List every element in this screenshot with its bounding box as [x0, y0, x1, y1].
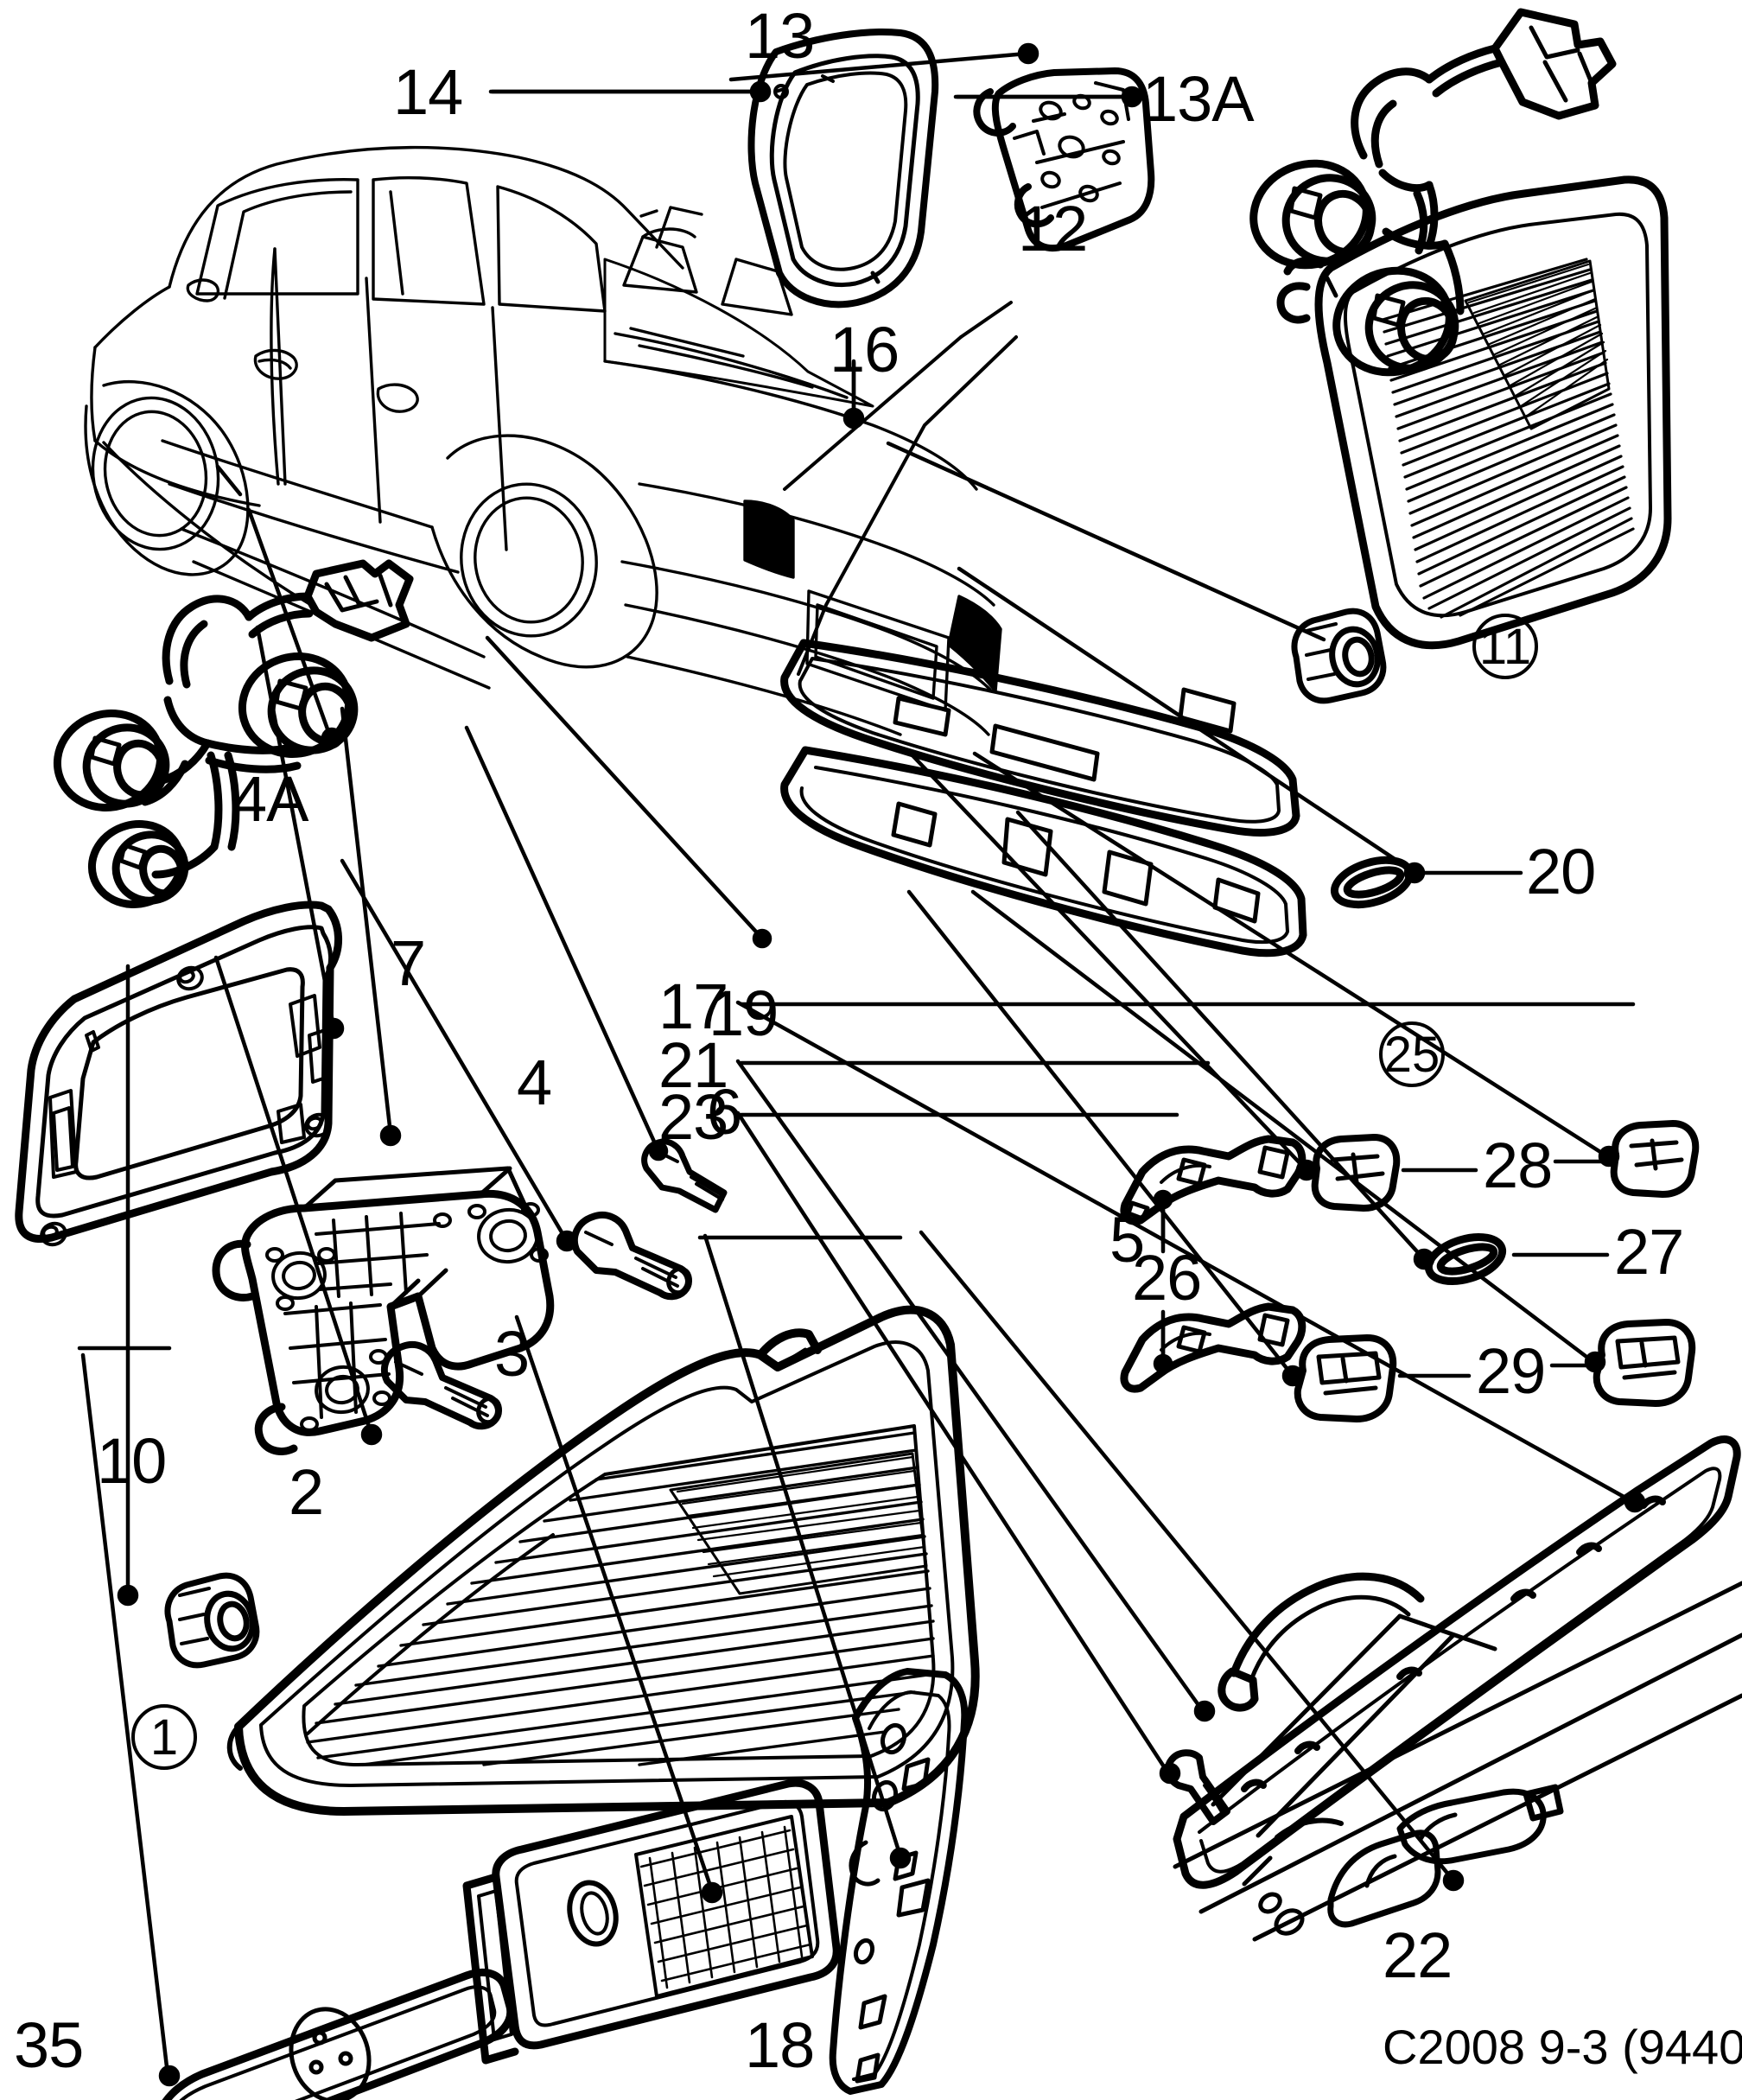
callout-20: 20 — [1526, 836, 1596, 907]
part-7-gasket — [15, 900, 343, 1247]
callout-25-label: 25 — [1383, 1026, 1440, 1083]
callout-3: 3 — [494, 1318, 530, 1390]
callout-35: 35 — [14, 2009, 84, 2081]
part-22-plate-lamp — [1173, 1581, 1742, 1942]
part-12-leaders — [783, 301, 1018, 676]
part-3-bulb — [570, 1212, 692, 1301]
part-28-clips — [1311, 1120, 1700, 1212]
part-11-lens — [1276, 175, 1672, 650]
callout-4A: 4A — [232, 763, 309, 835]
callout-5: 5 — [1109, 1204, 1145, 1276]
callout-6: 6 — [707, 1076, 742, 1148]
callout-16: 16 — [830, 314, 900, 385]
callout-17: 17 — [658, 970, 728, 1042]
callout-28: 28 — [1483, 1130, 1553, 1201]
diagram-footer-code: C2008 9-3 (9440) — [1383, 2020, 1742, 2074]
callout-25-circled: 25 — [1379, 1021, 1445, 1087]
callout-7: 7 — [391, 927, 426, 999]
part-10-nut — [164, 1572, 260, 1669]
part-14-seal — [747, 28, 939, 309]
part-2-bulb — [380, 1341, 502, 1430]
callout-18: 18 — [745, 2009, 815, 2081]
callout-26: 26 — [1132, 1242, 1202, 1314]
callout-4: 4 — [517, 1047, 552, 1118]
part-18-reflector — [462, 1779, 841, 2065]
part-13-bulb-holder — [973, 67, 1155, 252]
callout-19: 19 — [709, 977, 779, 1049]
callout-29: 29 — [1476, 1335, 1546, 1407]
part-16-grommet — [1291, 608, 1387, 704]
callout-23: 23 — [658, 1081, 728, 1153]
part-19-bumper-trim — [780, 639, 1307, 958]
callout-1-circled: 1 — [131, 1704, 197, 1770]
part-5-bracket — [829, 1668, 969, 2095]
callout-22: 22 — [1383, 1919, 1453, 1991]
leader-lines — [80, 42, 1646, 2087]
callout-27: 27 — [1614, 1216, 1684, 1288]
callout-13A: 13A — [1142, 63, 1255, 135]
part-29-clips — [1294, 1319, 1696, 1422]
callout-14: 14 — [393, 56, 463, 128]
callout-1-label: 1 — [149, 1709, 179, 1766]
part-4-bulb-carrier — [212, 1166, 555, 1455]
part-13A-harness — [1249, 8, 1617, 377]
part-35-molding — [162, 1969, 515, 2100]
part-4A-harness — [53, 559, 414, 908]
callout-21: 21 — [658, 1029, 728, 1101]
callout-12: 12 — [1018, 193, 1088, 264]
part-1-lens — [226, 1305, 980, 1816]
callout-11-label: 11 — [1478, 618, 1532, 675]
callout-2: 2 — [289, 1456, 324, 1528]
callout-10: 10 — [97, 1425, 167, 1497]
callout-13: 13 — [745, 0, 815, 72]
callout-11-circled: 11 — [1472, 614, 1538, 679]
